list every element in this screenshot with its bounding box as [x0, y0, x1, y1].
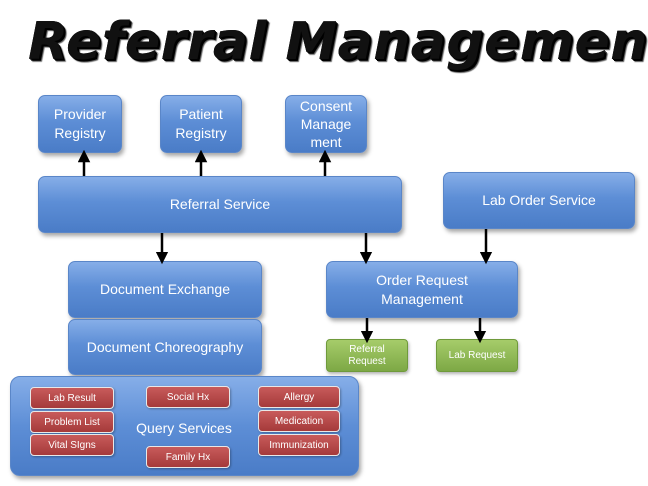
- patient-registry-node: Patient Registry: [160, 95, 242, 153]
- order-request-management-node: Order Request Management: [326, 261, 518, 318]
- node-label-line: ment: [310, 134, 342, 150]
- referral-service-node: Referral Service: [38, 176, 402, 233]
- medication-item: Medication: [258, 410, 340, 432]
- vital-signs-item: Vital SIgns: [30, 434, 114, 456]
- social-hx-item: Social Hx: [146, 386, 230, 408]
- document-choreography-node: Document Choreography: [68, 319, 262, 375]
- node-label-line: Registry: [175, 125, 227, 141]
- node-label-line: Patient: [179, 106, 223, 122]
- node-label-line: Request: [348, 355, 386, 367]
- problem-list-item: Problem List: [30, 411, 114, 433]
- node-label: Document Choreography: [86, 338, 244, 355]
- page-title: Referral Management: [28, 12, 648, 72]
- node-label-line: Manage: [300, 116, 352, 132]
- lab-request-node: Lab Request: [436, 339, 518, 372]
- node-label-line: Order Request: [376, 271, 468, 288]
- node-label: Lab Request: [448, 349, 506, 361]
- referral-request-node: Referral Request: [326, 339, 408, 372]
- lab-order-service-node: Lab Order Service: [443, 172, 635, 229]
- consent-management-node: Consent Manage ment: [285, 95, 367, 153]
- node-label-line: Registry: [54, 125, 106, 141]
- lab-result-item: Lab Result: [30, 387, 114, 409]
- node-label-line: Management: [381, 290, 463, 307]
- node-label: Lab Order Service: [482, 192, 596, 208]
- immunization-item: Immunization: [258, 434, 340, 456]
- node-label: Referral Service: [169, 196, 271, 212]
- node-label: Document Exchange: [100, 281, 230, 297]
- family-hx-item: Family Hx: [146, 446, 230, 468]
- allergy-item: Allergy: [258, 386, 340, 408]
- node-label-line: Referral: [349, 343, 385, 355]
- document-exchange-node: Document Exchange: [68, 261, 262, 318]
- query-services-label: Query Services: [136, 420, 232, 436]
- provider-registry-node: Provider Registry: [38, 95, 122, 153]
- node-label-line: Consent: [299, 98, 353, 114]
- node-label-line: Provider: [53, 106, 107, 122]
